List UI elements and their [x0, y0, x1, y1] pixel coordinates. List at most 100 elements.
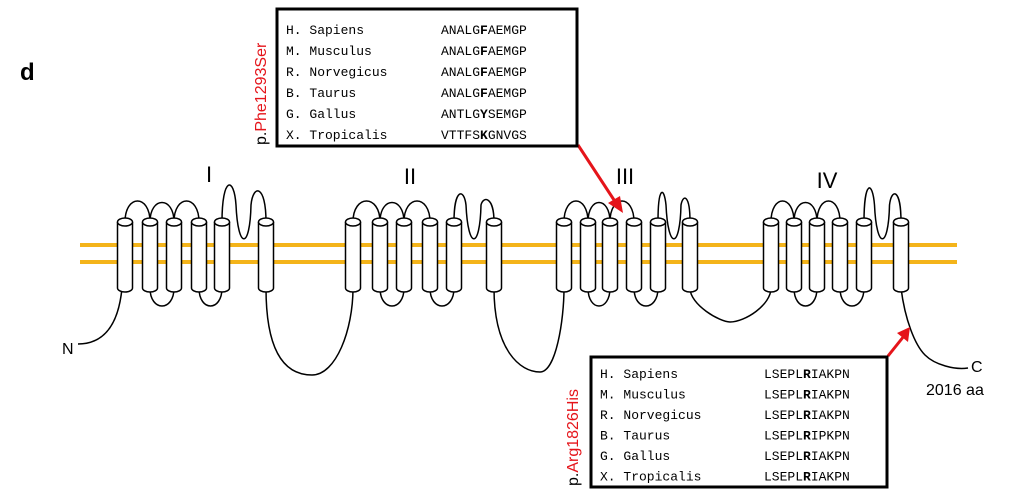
- sequence: LSEPLRIAKPN: [764, 449, 850, 464]
- extracellular-loop: [149, 201, 175, 223]
- helix-body: [601, 222, 619, 293]
- sequence-after: IAKPN: [811, 470, 850, 485]
- extracellular-loop: [587, 201, 611, 223]
- sequence-after: AEMGP: [488, 44, 527, 59]
- sequence: LSEPLRIAKPN: [764, 367, 850, 382]
- sequence-after: IAKPN: [811, 367, 850, 382]
- sequence-before: ANTLG: [441, 107, 480, 122]
- extracellular-loop: [770, 200, 795, 223]
- species-name: H. Sapiens: [600, 367, 678, 382]
- helix-cap: [344, 217, 362, 227]
- sequence-after: IAKPN: [811, 408, 850, 423]
- domain-label-iii: III: [616, 164, 634, 189]
- sequence-before: ANALG: [441, 23, 480, 38]
- sequence: VTTFSKGNVGS: [441, 128, 527, 143]
- helix-body: [579, 222, 597, 293]
- intracellular-loop: [793, 287, 818, 307]
- extracellular-loop: [793, 201, 818, 223]
- helix-cap: [785, 217, 803, 227]
- sequence-after: IAKPN: [811, 388, 850, 403]
- c-terminus-label: C: [971, 359, 983, 376]
- intracellular-loop: [587, 287, 611, 307]
- mutation-arrow-bottom: [886, 327, 910, 357]
- helix-cap: [371, 217, 389, 227]
- domain-label-ii: II: [404, 164, 416, 189]
- sequence-before: LSEPL: [764, 388, 803, 403]
- mutated-residue: R: [803, 408, 811, 423]
- extracellular-loop: [379, 201, 405, 223]
- mutated-residue: Y: [480, 107, 488, 122]
- n-terminus-label: N: [62, 341, 74, 358]
- helix-cap: [855, 217, 873, 227]
- sequence: ANALGFAEMGP: [441, 23, 527, 38]
- helix-cap: [445, 217, 463, 227]
- helix-body: [785, 222, 803, 293]
- helix-cap: [116, 217, 134, 227]
- extracellular-loop: [816, 200, 841, 223]
- species-name: B. Taurus: [600, 429, 670, 444]
- helix-body: [344, 222, 362, 293]
- sequence-after: GNVGS: [488, 128, 527, 143]
- helix-cap: [395, 217, 413, 227]
- species-name: H. Sapiens: [286, 23, 364, 38]
- helix-cap: [421, 217, 439, 227]
- helix-body: [855, 222, 873, 293]
- sequence: LSEPLRIPKPN: [764, 429, 850, 444]
- intracellular-loop: [379, 287, 405, 307]
- extracellular-loop: [352, 200, 381, 223]
- helix-cap: [555, 217, 573, 227]
- helix-body: [555, 222, 573, 293]
- c-terminus: [900, 287, 969, 370]
- sequence-after: AEMGP: [488, 65, 527, 80]
- linker-iii-iv: [689, 287, 772, 323]
- mutated-residue: F: [480, 65, 488, 80]
- helix-body: [681, 222, 699, 293]
- protein-length-label: 2016 aa: [926, 382, 984, 399]
- helix-cap: [831, 217, 849, 227]
- helix-cap: [601, 217, 619, 227]
- helix-body: [892, 222, 910, 293]
- mutation-prefix: p.: [253, 132, 270, 145]
- arrow-head: [897, 327, 910, 342]
- helix-body: [116, 222, 134, 293]
- sequence-before: LSEPL: [764, 449, 803, 464]
- intracellular-loop: [839, 287, 865, 307]
- membrane: [80, 243, 957, 264]
- sequence-before: LSEPL: [764, 367, 803, 382]
- helix-body: [213, 222, 231, 293]
- helix-body: [485, 222, 503, 293]
- mutated-residue: R: [803, 470, 811, 485]
- helix-body: [371, 222, 389, 293]
- mutated-residue: F: [480, 86, 488, 101]
- species-name: X. Tropicalis: [286, 128, 387, 143]
- helix-body: [395, 222, 413, 293]
- mutation-label: p.Phe1293Ser: [253, 42, 270, 145]
- sequence: LSEPLRIAKPN: [764, 388, 850, 403]
- mutation-name: Arg1826His: [565, 389, 582, 473]
- mutation-name: Phe1293Ser: [253, 42, 270, 132]
- sequence: ANALGFAEMGP: [441, 65, 527, 80]
- sequence-before: VTTFS: [441, 128, 480, 143]
- mutated-residue: F: [480, 44, 488, 59]
- sequence-before: ANALG: [441, 44, 480, 59]
- sequence-after: SEMGP: [488, 107, 527, 122]
- helix-cap: [165, 217, 183, 227]
- sequence-after: AEMGP: [488, 86, 527, 101]
- helix-cap: [579, 217, 597, 227]
- domain-label-iv: IV: [817, 168, 838, 193]
- helix-cap: [762, 217, 780, 227]
- sequence-after: AEMGP: [488, 23, 527, 38]
- species-name: G. Gallus: [600, 449, 670, 464]
- helix-body: [625, 222, 643, 293]
- helix-body: [762, 222, 780, 293]
- alignment-frame: [275, 7, 579, 148]
- sequence: LSEPLRIAKPN: [764, 408, 850, 423]
- species-name: R. Norvegicus: [600, 408, 701, 423]
- sequence-before: LSEPL: [764, 470, 803, 485]
- species-name: X. Tropicalis: [600, 470, 701, 485]
- helix-cap: [141, 217, 159, 227]
- helix-cap: [485, 217, 503, 227]
